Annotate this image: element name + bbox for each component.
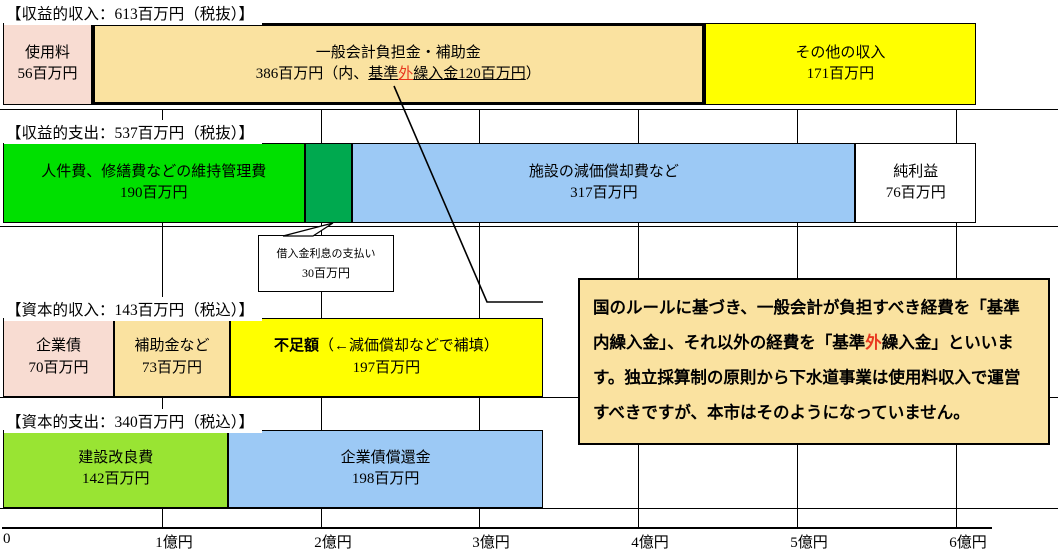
row-header-operating-expense: 【収益的支出：537百万円（税抜）】 bbox=[4, 120, 263, 144]
tick-label-1億円: 1億円 bbox=[155, 535, 193, 551]
row-header-capital-revenue: 【資本的収入：143百万円（税込）】 bbox=[4, 297, 263, 321]
bar-label-line: 197百万円 bbox=[352, 359, 421, 376]
bar-label-line: 142百万円 bbox=[81, 471, 150, 487]
callout-value: 30百万円 bbox=[301, 266, 350, 280]
bar-label-line: 企業債償還金 bbox=[340, 449, 431, 466]
bar-segment-一般会計負担金・補助金: 一般会計負担金・補助金 386百万円（内、基準外繰入金120百万円） bbox=[91, 23, 705, 105]
tick-label-0: 0 bbox=[3, 531, 11, 547]
bar-label-line: 76百万円 bbox=[885, 185, 946, 201]
bar-segment-企業債: 企業債 70百万円 bbox=[3, 318, 115, 397]
bar-label-line: 171百万円 bbox=[806, 66, 875, 82]
bar-segment-その他の収入: その他の収入 171百万円 bbox=[704, 23, 977, 105]
bar-segment-施設の減価償却費など: 施設の減価償却費など 317百万円 bbox=[352, 143, 856, 223]
note-box: 国のルールに基づき、一般会計が負担すべき経費を「基準内繰入金」、それ以外の経費を… bbox=[578, 278, 1050, 445]
row-separator-3 bbox=[0, 508, 1058, 509]
bar-segment-使用料: 使用料 56百万円 bbox=[3, 23, 92, 105]
bar-label-line: 190百万円 bbox=[120, 185, 188, 201]
bar-label-line: 73百万円 bbox=[142, 359, 203, 376]
bar-segment-補助金など: 補助金など 73百万円 bbox=[114, 318, 230, 397]
row-header-operating-revenue: 【収益的収入：613百万円（税抜）】 bbox=[4, 1, 263, 25]
row-separator-1 bbox=[0, 226, 1058, 227]
interest-payment-callout: 借入金利息の支払い 30百万円 bbox=[258, 235, 394, 292]
bar-label-line: 補助金など bbox=[134, 338, 210, 354]
bar-label-line: 一般会計負担金・補助金 bbox=[315, 44, 481, 61]
bar-label-line: 施設の減価償却費など bbox=[528, 163, 679, 180]
bar-segment-不足額: 不足額（←減価償却などで補填） 197百万円 bbox=[230, 318, 543, 397]
bar-label-line: 70百万円 bbox=[28, 359, 89, 376]
tick-label-5億円: 5億円 bbox=[790, 535, 828, 551]
bar-segment-純利益: 純利益 76百万円 bbox=[855, 143, 977, 223]
bar-label-line: 使用料 bbox=[24, 44, 70, 61]
tick-label-2億円: 2億円 bbox=[314, 535, 352, 551]
row-header-capital-expense: 【資本的支出：340百万円（税込）】 bbox=[4, 409, 263, 433]
bar-label-line: 純利益 bbox=[893, 163, 939, 180]
bar-label-line: 建設改良費 bbox=[78, 449, 154, 466]
bar-segment-借入金利息の支払い bbox=[304, 143, 353, 223]
bar-label-line: 不足額（←減価償却などで補填） bbox=[274, 338, 499, 354]
bar-segment-企業債償還金: 企業債償還金 198百万円 bbox=[228, 430, 543, 508]
tick-label-4億円: 4億円 bbox=[631, 535, 669, 551]
row-separator-0 bbox=[0, 109, 1058, 110]
bar-label-line: 317百万円 bbox=[570, 185, 638, 201]
bar-label-line: 人件費、修繕費などの維持管理費 bbox=[41, 163, 267, 180]
bar-label-line: その他の収入 bbox=[795, 44, 886, 61]
callout-label: 借入金利息の支払い bbox=[276, 248, 376, 260]
bar-segment-建設改良費: 建設改良費 142百万円 bbox=[3, 430, 229, 508]
tick-label-3億円: 3億円 bbox=[472, 535, 510, 551]
tick-label-6億円: 6億円 bbox=[949, 535, 987, 551]
row-separator-2 bbox=[0, 397, 1058, 398]
bar-label-line: 198百万円 bbox=[351, 471, 420, 487]
x-axis-line bbox=[2, 527, 992, 529]
bar-segment-人件費、修繕費などの維持管理費: 人件費、修繕費などの維持管理費 190百万円 bbox=[3, 143, 305, 223]
bar-label-line: 386百万円（内、基準外繰入金120百万円） bbox=[255, 66, 541, 82]
bar-label-line: 企業債 bbox=[36, 338, 82, 354]
bar-label-line: 56百万円 bbox=[17, 66, 78, 82]
